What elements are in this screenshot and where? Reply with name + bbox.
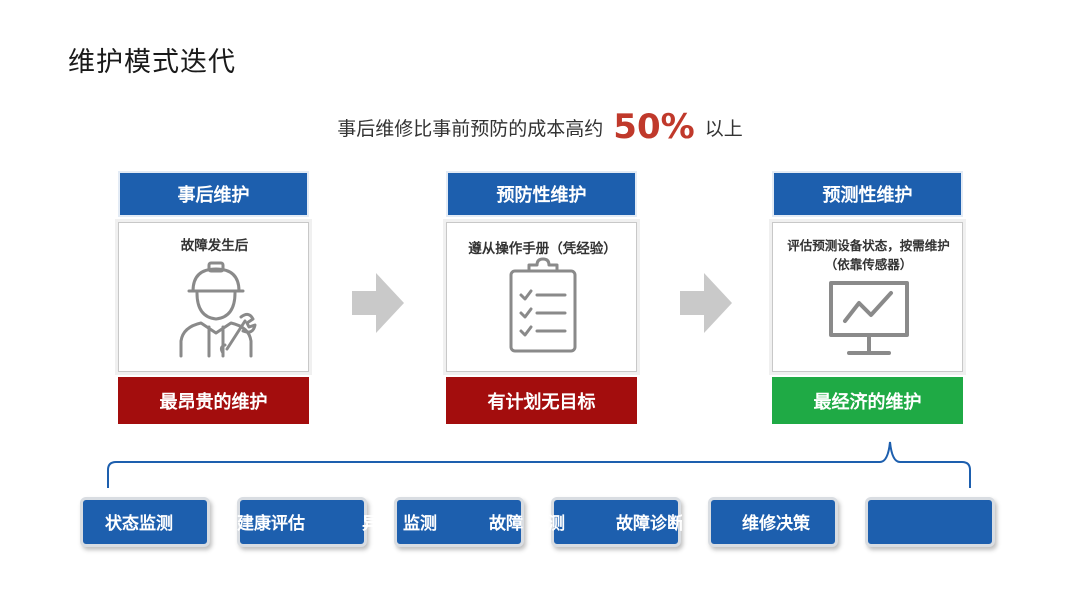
pill-health-assessment[interactable] bbox=[237, 497, 367, 547]
headline-text-after: 以上 bbox=[704, 118, 743, 140]
pill-label-condition-monitoring: 状态监测 bbox=[105, 514, 173, 534]
pill-label-fault-b: 测 bbox=[548, 514, 565, 534]
reactive-maintenance-card: 故障发生后 bbox=[118, 222, 309, 372]
monitor-chart-icon bbox=[829, 281, 909, 355]
headline-text-before: 事后维修比事前预防的成本高约 bbox=[337, 118, 604, 140]
pill-label-health-assessment: 建康评估 bbox=[237, 514, 305, 534]
page-title: 维护模式迭代 bbox=[68, 47, 236, 78]
pill-fault-prediction[interactable] bbox=[551, 497, 681, 547]
right-arrow-icon bbox=[680, 273, 732, 333]
pill-anomaly-monitoring[interactable] bbox=[394, 497, 524, 547]
preventive-maintenance-footer: 有计划无目标 bbox=[446, 377, 637, 424]
preventive-maintenance-header: 预防性维护 bbox=[446, 171, 637, 217]
clipboard-checklist-icon bbox=[509, 257, 577, 353]
predictive-maintenance-desc-line1: 评估预测设备状态，按需维护 bbox=[787, 238, 950, 253]
headline-percent: 50% bbox=[613, 107, 695, 147]
pill-condition-monitoring[interactable] bbox=[80, 497, 210, 547]
mechanic-icon bbox=[179, 261, 257, 358]
reactive-maintenance-footer: 最昂贵的维护 bbox=[118, 377, 309, 424]
pill-label-fault-a: 故障 bbox=[489, 514, 523, 534]
reactive-maintenance-header: 事后维护 bbox=[118, 171, 309, 217]
pill-empty[interactable] bbox=[865, 497, 995, 547]
pill-label-fault-diagnosis: 故障诊断 bbox=[616, 514, 682, 534]
predictive-maintenance-footer: 最经济的维护 bbox=[772, 377, 963, 424]
cost-headline: 事后维修比事前预防的成本高约 50% 以上 bbox=[0, 104, 1080, 147]
pill-label-anomaly-rest: 监测 bbox=[403, 514, 437, 534]
predictive-maintenance-header: 预测性维护 bbox=[772, 171, 963, 217]
preventive-maintenance-desc: 遵从操作手册（凭经验） bbox=[468, 241, 617, 257]
pill-maintenance-decision[interactable] bbox=[708, 497, 838, 547]
reactive-maintenance-desc: 故障发生后 bbox=[180, 238, 249, 254]
pill-label-anomaly-part: 异 bbox=[362, 514, 379, 534]
grouping-bracket bbox=[107, 441, 971, 488]
predictive-maintenance-desc-line2: （依靠传感器） bbox=[824, 257, 913, 272]
right-arrow-icon bbox=[352, 273, 404, 333]
preventive-maintenance-card: 遵从操作手册（凭经验） bbox=[446, 222, 637, 372]
pill-label-maintenance-decision: 维修决策 bbox=[742, 514, 810, 534]
predictive-maintenance-card: 评估预测设备状态，按需维护 （依靠传感器） bbox=[772, 222, 963, 372]
